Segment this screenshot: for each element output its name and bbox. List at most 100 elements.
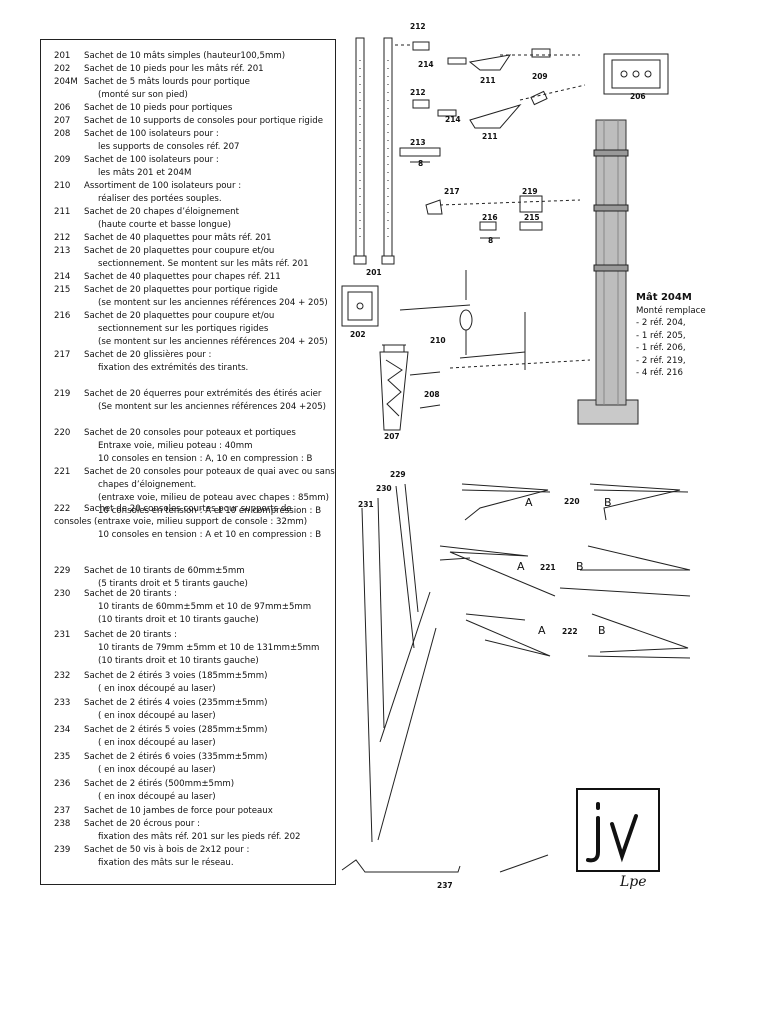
item-text-continued: 10 consoles en tension : A et 10 en comp… [98, 506, 322, 516]
support-207-drawing [379, 344, 441, 431]
label-229: 229 [390, 470, 406, 479]
item-number: 212 [54, 233, 71, 243]
item-number: 214 [54, 272, 71, 282]
item-text-continued: (5 tirants droit et 5 tirants gauche) [98, 579, 248, 589]
label-215: 215 [524, 213, 540, 222]
item-text-continued: Entraxe voie, milieu poteau : 40mm [98, 441, 253, 451]
item-text-continued: réaliser des portées souples. [98, 194, 222, 204]
item-text: Sachet de 10 pieds pour portiques [84, 103, 233, 113]
item-text-continued: 10 consoles en tension : A et 10 en comp… [98, 530, 322, 540]
item-number: 201 [54, 51, 71, 61]
item-text: Sachet de 2 étirés 3 voies (185mm±5mm) [84, 671, 268, 681]
mat-204m-line: - 1 réf. 206, [636, 343, 686, 353]
item-text: Sachet de 2 étirés 5 voies (285mm±5mm) [84, 725, 268, 735]
letter-b-222: B [598, 624, 606, 637]
plates-212-214-upper [395, 41, 580, 71]
label-206: 206 [630, 92, 646, 101]
item-number: 231 [54, 630, 71, 640]
mat-204m-line: Monté remplace [636, 305, 706, 316]
item-text: Sachet de 10 tirants de 60mm±5mm [84, 566, 245, 576]
item-text: Sachet de 100 isolateurs pour : [84, 155, 219, 165]
item-number: 216 [54, 311, 71, 321]
letter-a-222: A [538, 624, 546, 637]
label-220: 220 [564, 497, 580, 506]
mast-201-drawing [353, 37, 395, 265]
item-number: 204M [54, 77, 78, 87]
list-item: 232 Sachet de 2 étirés 3 voies (185mm±5mm… [54, 670, 268, 696]
foot-206-drawing [603, 53, 669, 95]
item-text-continued: (10 tirants droit et 10 tirants gauche) [98, 656, 259, 666]
item-number: 210 [54, 181, 71, 191]
item-text: Sachet de 20 consoles pour poteaux de qu… [84, 467, 335, 477]
label-231: 231 [358, 500, 374, 509]
parts-215-219 [425, 195, 581, 239]
item-text-continued: (monté sur son pied) [98, 90, 188, 100]
item-text: Sachet de 2 étirés (500mm±5mm) [84, 779, 235, 789]
label-219: 219 [522, 187, 538, 196]
list-item: 221 Sachet de 20 consoles pour poteaux de… [54, 466, 335, 518]
mat-204m-line: - 1 réf. 205, [636, 330, 686, 341]
item-number: 230 [54, 589, 71, 599]
item-text: Sachet de 20 tirants : [84, 630, 177, 640]
item-number: 232 [54, 671, 71, 681]
item-number: 206 [54, 103, 71, 113]
item-text: Sachet de 50 vis à bois de 2x12 pour : [84, 845, 250, 855]
plate-213 [399, 147, 441, 163]
item-number: 233 [54, 698, 71, 708]
item-text-continued: ( en inox découpé au laser) [98, 792, 216, 802]
label-208: 208 [424, 390, 440, 399]
item-number: 221 [54, 467, 71, 477]
label-210: 210 [430, 336, 446, 345]
item-text-continued: (Se montent sur les anciennes références… [98, 402, 327, 412]
label-202: 202 [350, 330, 366, 339]
mat-204m-line: - 4 réf. 216 [636, 368, 683, 378]
label-214-top: 214 [418, 60, 434, 69]
item-text-continued: fixation des extrémités des tirants. [98, 363, 249, 373]
label-237: 237 [437, 881, 453, 890]
letter-b-221: B [576, 560, 584, 573]
label-230: 230 [376, 484, 392, 493]
item-text: Sachet de 2 étirés 6 voies (335mm±5mm) [84, 752, 268, 762]
logo-caption: Lpe [620, 874, 647, 890]
item-text-continued: 10 tirants de 60mm±5mm et 10 de 97mm±5mm [98, 602, 312, 612]
consoles-222 [465, 613, 691, 659]
item-text: Sachet de 40 plaquettes pour mâts réf. 2… [84, 233, 272, 243]
item-text-continued: 10 consoles en tension : A, 10 en compre… [98, 454, 313, 464]
item-text: Sachet de 10 pieds pour les mâts réf. 20… [84, 64, 264, 74]
label-217: 217 [444, 187, 460, 196]
consoles-220 [461, 483, 689, 521]
item-number: 207 [54, 116, 71, 126]
item-text-continued: ( en inox découpé au laser) [98, 711, 216, 721]
item-text-continued: sectionnement sur les portiques rigides [98, 324, 269, 334]
item-text: Sachet de 40 plaquettes pour chapes réf.… [84, 272, 281, 282]
label-216: 216 [482, 213, 498, 222]
item-number: 239 [54, 845, 71, 855]
item-text-continued: consoles (entraxe voie, milieu support d… [54, 517, 308, 527]
item-number: 237 [54, 806, 71, 816]
item-text: Sachet de 20 consoles courtes pour suppo… [84, 504, 292, 514]
plates-212-214-lower [412, 84, 586, 129]
label-212-top: 212 [410, 22, 426, 31]
letter-a-221: A [517, 560, 525, 573]
item-text-continued: ( en inox découpé au laser) [98, 684, 216, 694]
label-214-mid: 214 [445, 115, 461, 124]
item-number: 220 [54, 428, 71, 438]
item-text: Sachet de 20 écrous pour : [84, 819, 201, 829]
